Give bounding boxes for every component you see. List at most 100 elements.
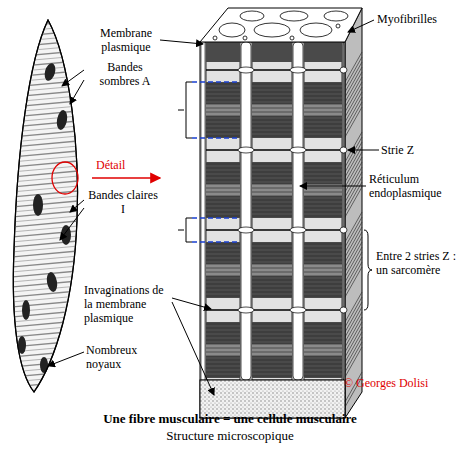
striation	[0, 350, 90, 358]
z-line	[252, 229, 292, 231]
fiber-striations	[0, 10, 90, 403]
filament	[252, 336, 292, 337]
filament	[304, 372, 342, 373]
filament	[304, 376, 342, 377]
filament	[252, 88, 292, 89]
figure-title: Une fibre musculaire = une cellule muscu…	[0, 411, 460, 427]
filament	[304, 184, 342, 185]
filament	[304, 208, 342, 209]
filament	[304, 176, 342, 177]
filament	[206, 120, 240, 121]
filament	[304, 360, 342, 361]
filament	[206, 96, 240, 97]
filament	[252, 280, 292, 281]
a-band	[252, 42, 292, 62]
filament	[304, 296, 342, 297]
t-tubule	[238, 227, 254, 233]
filament	[252, 244, 292, 245]
a-band	[304, 322, 342, 378]
filament	[252, 116, 292, 117]
filament	[206, 272, 240, 273]
part-label: Réticulum endoplasmique	[369, 172, 457, 200]
h-zone	[252, 184, 292, 196]
striation	[0, 10, 90, 18]
filament	[206, 284, 240, 285]
a-band	[304, 82, 342, 138]
filament	[304, 252, 342, 253]
filament	[206, 256, 240, 257]
filament	[206, 104, 240, 105]
filament	[304, 356, 342, 357]
filament	[252, 136, 292, 137]
filament	[252, 332, 292, 333]
filament	[206, 92, 240, 93]
filament	[206, 372, 240, 373]
striation	[0, 140, 90, 148]
striation	[0, 310, 90, 318]
a-band	[304, 162, 342, 218]
h-zone	[206, 104, 240, 116]
filament	[304, 280, 342, 281]
filament	[206, 276, 240, 277]
z-line	[206, 69, 240, 71]
filament	[206, 340, 240, 341]
filament	[252, 84, 292, 85]
filament	[206, 368, 240, 369]
striation	[0, 320, 90, 328]
a-band	[304, 242, 342, 298]
filament	[252, 164, 292, 165]
top-face	[200, 8, 362, 42]
filament	[206, 360, 240, 361]
filament	[206, 244, 240, 245]
filament	[252, 172, 292, 173]
part-label: Bandes claires I	[86, 188, 160, 216]
filament	[252, 132, 292, 133]
striation	[0, 80, 90, 88]
filament	[206, 348, 240, 349]
filament	[304, 336, 342, 337]
z-line	[252, 309, 292, 311]
filament	[252, 168, 292, 169]
t-tubule	[290, 147, 306, 153]
filament	[252, 356, 292, 357]
striation	[0, 380, 90, 388]
filament	[304, 100, 342, 101]
filament	[304, 200, 342, 201]
myofibril	[252, 42, 292, 380]
part-label: Détail	[96, 158, 146, 172]
filament	[304, 84, 342, 85]
part-label: © Georges Dolisi	[344, 376, 454, 390]
part-label: Strie Z	[381, 143, 451, 157]
filament	[252, 200, 292, 201]
h-zone	[252, 344, 292, 356]
filament	[206, 192, 240, 193]
striation	[0, 120, 90, 128]
filament	[206, 336, 240, 337]
striation	[0, 105, 90, 113]
striation	[0, 115, 90, 123]
myofibril-block	[200, 8, 362, 418]
filament	[206, 248, 240, 249]
filament	[206, 84, 240, 85]
t-tubule	[290, 67, 306, 73]
striation	[0, 385, 90, 393]
filament	[304, 288, 342, 289]
filament	[304, 248, 342, 249]
z-line	[252, 69, 292, 71]
filament	[252, 104, 292, 105]
filament	[304, 120, 342, 121]
striation	[0, 315, 90, 323]
filament	[304, 216, 342, 217]
filament	[252, 348, 292, 349]
striation	[0, 60, 90, 68]
filament	[252, 256, 292, 257]
filament	[206, 288, 240, 289]
t-tubule	[290, 227, 306, 233]
filament	[304, 108, 342, 109]
filament	[252, 188, 292, 189]
filament	[252, 128, 292, 129]
z-line	[304, 149, 342, 151]
reticulum-tube	[293, 42, 303, 380]
filament	[206, 108, 240, 109]
filament	[206, 188, 240, 189]
